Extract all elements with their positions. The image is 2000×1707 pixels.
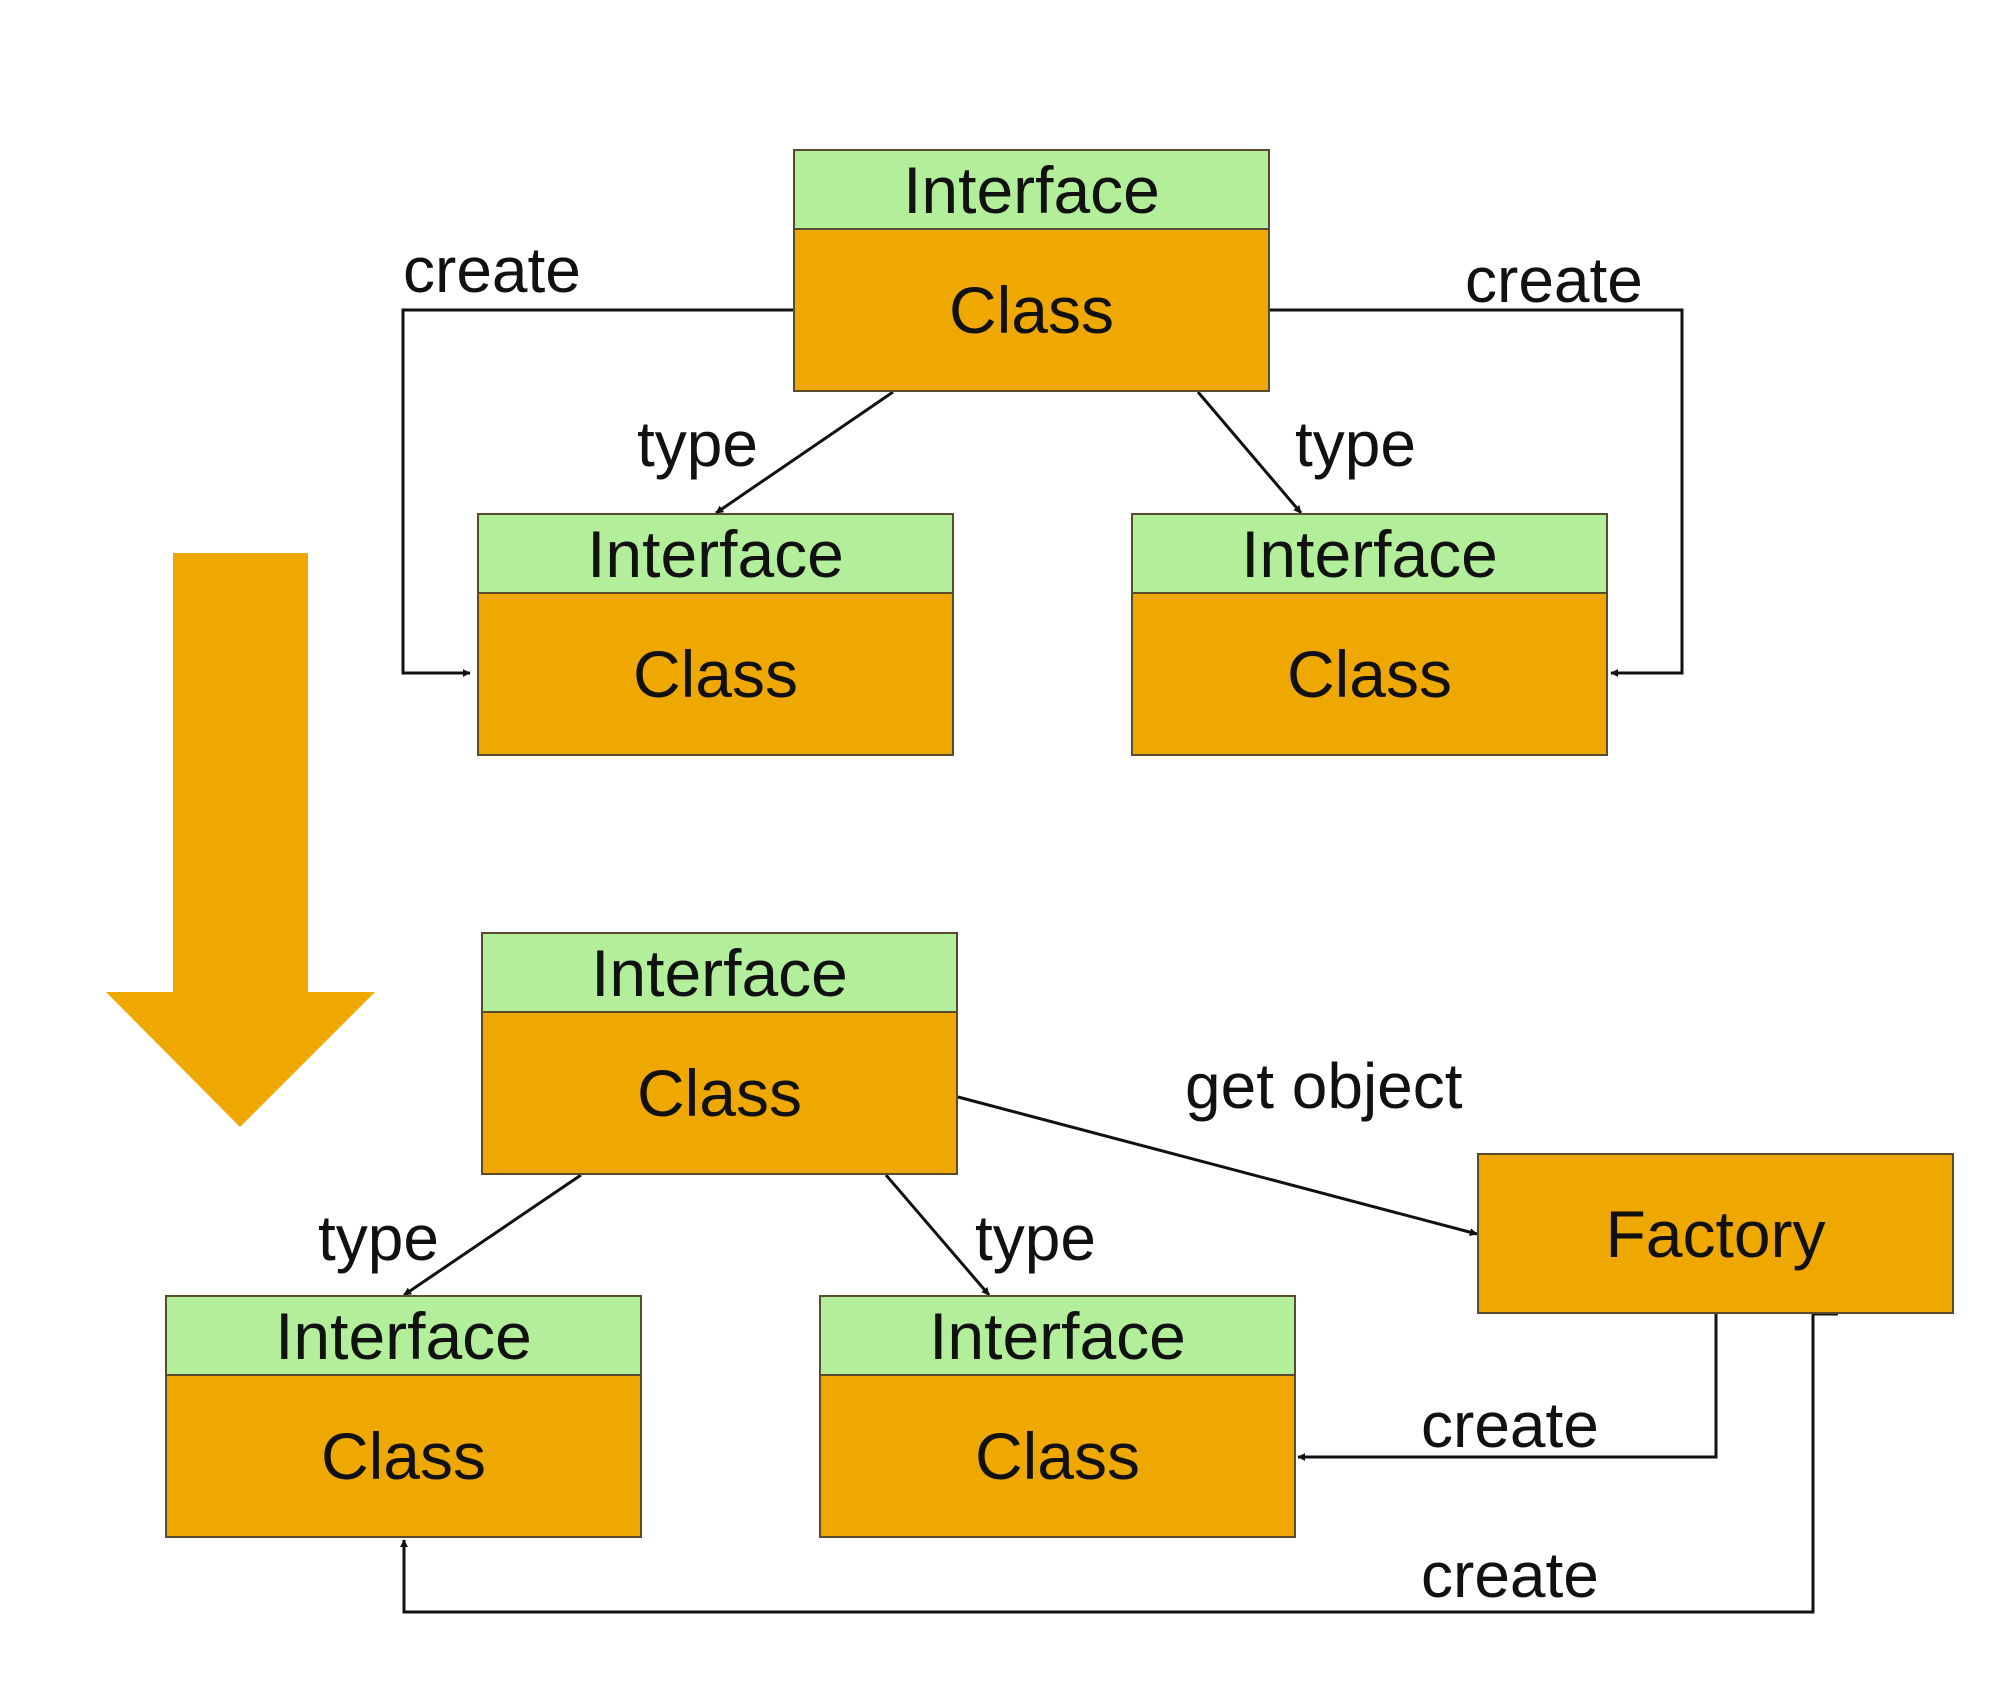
- top-create-right-connector: [1270, 308, 1684, 677]
- interface-label: Interface: [1133, 515, 1606, 594]
- bottom-type-right-label: type: [975, 1202, 1096, 1274]
- class-label: Class: [948, 273, 1115, 347]
- class-label: Class: [974, 1419, 1141, 1493]
- interface-label: Interface: [483, 934, 956, 1013]
- interface-label: Interface: [821, 1297, 1294, 1376]
- interface-label: Interface: [167, 1297, 640, 1376]
- interface-label: Interface: [795, 151, 1268, 230]
- bottom-create-upper-label: create: [1421, 1389, 1599, 1461]
- bottom-middle-class-box: Interface Class: [819, 1295, 1296, 1538]
- bottom-left-class-box: Interface Class: [165, 1295, 642, 1538]
- top-right-class-box: Interface Class: [1131, 513, 1608, 756]
- top-create-left-label: create: [403, 234, 581, 306]
- class-label: Class: [632, 637, 799, 711]
- bottom-type-left-label: type: [318, 1202, 439, 1274]
- factory-box: Factory: [1477, 1153, 1954, 1314]
- top-create-right-label: create: [1465, 244, 1643, 316]
- top-type-left-label: type: [637, 408, 758, 480]
- bottom-get-object-connector: [957, 1095, 1478, 1237]
- bottom-create-lower-connector: [400, 1312, 1838, 1614]
- bottom-type-right-connector: [884, 1174, 991, 1296]
- transformation-arrow: [106, 553, 375, 1127]
- class-label: Class: [636, 1056, 803, 1130]
- top-type-right-connector: [1196, 391, 1303, 514]
- interface-label: Interface: [479, 515, 952, 594]
- bottom-get-object-label: get object: [1185, 1050, 1463, 1122]
- top-create-left-connector: [401, 308, 793, 677]
- top-type-right-label: type: [1295, 408, 1416, 480]
- top-left-class-box: Interface Class: [477, 513, 954, 756]
- class-label: Class: [320, 1419, 487, 1493]
- bottom-create-upper-connector: [1297, 1314, 1718, 1461]
- class-label: Class: [1286, 637, 1453, 711]
- top-root-class-box: Interface Class: [793, 149, 1270, 392]
- bottom-type-left-connector: [403, 1173, 582, 1297]
- top-type-left-connector: [715, 390, 894, 515]
- bottom-create-lower-label: create: [1421, 1539, 1599, 1611]
- bottom-root-class-box: Interface Class: [481, 932, 958, 1175]
